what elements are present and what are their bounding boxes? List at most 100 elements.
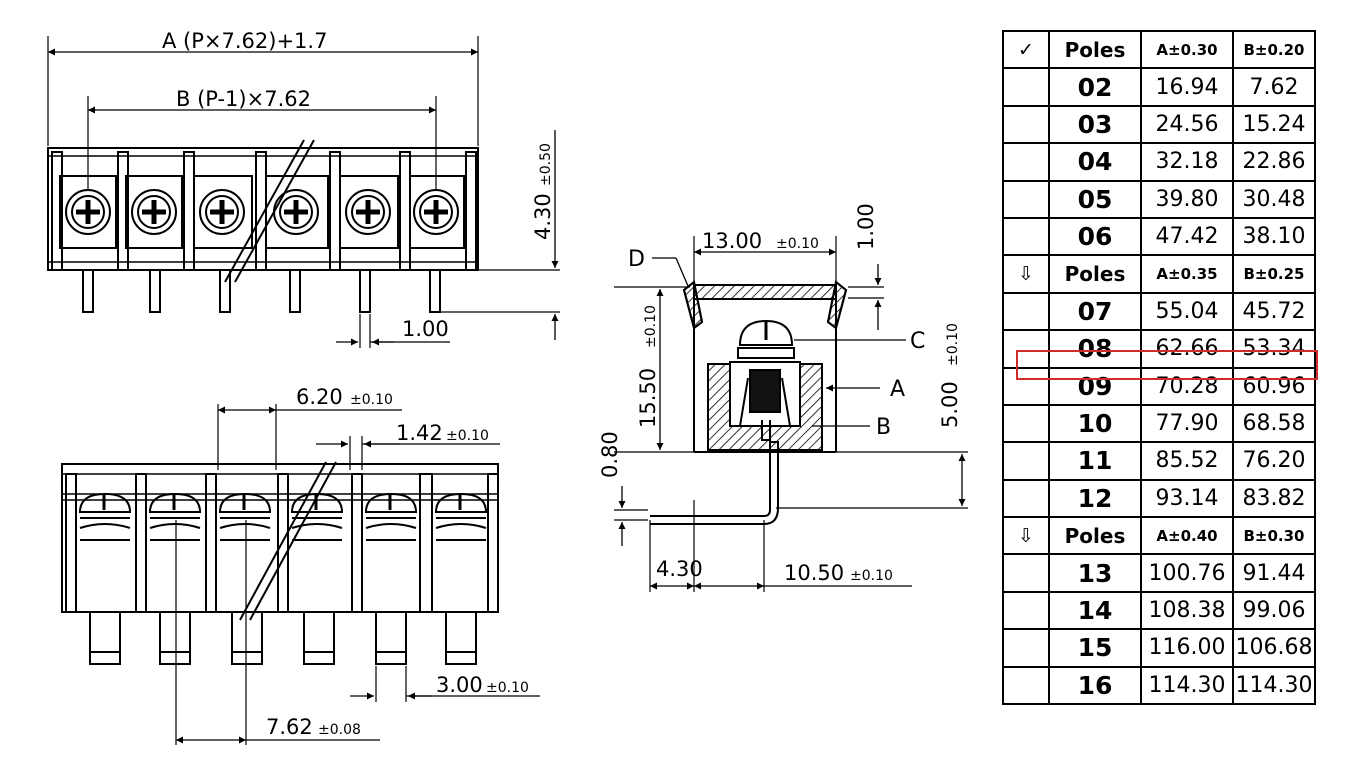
poles-cell: 02 [1048,67,1142,107]
dim-1550-tol: ±0.10 [643,305,659,348]
poles-cell: 14 [1048,590,1142,631]
top-view-dimensions: A (P×7.62)+1.7 B (P-1)×7.62 4.30 ±0.50 1… [48,29,559,346]
dim-b-cell: 30.48 [1232,179,1316,219]
dim-a-cell: 32.18 [1140,142,1234,182]
dim-b-cell: 38.10 [1232,216,1316,257]
row-mark [1002,329,1050,369]
dim-b-cell: 7.62 [1232,67,1316,107]
dim-height-tol: ±0.50 [538,143,554,186]
poles-cell: 09 [1048,366,1142,406]
dim-b-cell: 60.96 [1232,366,1316,406]
poles-cell: 05 [1048,179,1142,219]
poles-cell: Poles [1048,29,1142,70]
dim-b-cell: 53.34 [1232,329,1316,369]
dim-height-value: 4.30 [531,193,555,240]
dim-b-cell: 22.86 [1232,142,1316,182]
label-d: D [628,247,645,272]
dim-300: 3.00 [436,673,483,697]
poles-cell: 12 [1048,478,1142,519]
dim-b-cell: 83.82 [1232,478,1316,519]
row-mark [1002,590,1050,631]
row-mark [1002,104,1050,145]
poles-cell: 15 [1048,628,1142,668]
dim-a-cell: 93.14 [1140,478,1234,519]
row-mark [1002,216,1050,257]
dim-b-cell: 91.44 [1232,553,1316,593]
row-mark [1002,478,1050,519]
dim-a-cell: 55.04 [1140,291,1234,332]
row-mark: ✓ [1002,29,1050,70]
row-mark: ⇩ [1002,516,1050,556]
dim-b-label: B (P-1)×7.62 [176,87,311,111]
dim-b-cell: B±0.20 [1232,29,1316,70]
dim-a-cell: 114.30 [1140,665,1234,706]
dim-762-tol: ±0.08 [318,722,361,738]
row-mark [1002,441,1050,481]
dim-a-label: A (P×7.62)+1.7 [162,29,327,53]
dim-1050: 10.50 [784,561,844,585]
row-mark [1002,291,1050,332]
dim-080: 0.80 [598,431,622,478]
dim-762: 7.62 [266,715,313,739]
side-view-dimensions: 13.00 ±0.10 1.00 15.50 ±0.10 5.00 ±0.10 … [598,203,966,590]
dim-b-cell: B±0.30 [1232,516,1316,556]
poles-cell: 13 [1048,553,1142,593]
top-view [47,36,560,348]
poles-cell: 06 [1048,216,1142,257]
dim-a-cell: A±0.30 [1140,29,1234,70]
row-mark: ⇩ [1002,254,1050,294]
dim-b-cell: 106.68 [1232,628,1316,668]
side-view [614,236,968,592]
dim-b-cell: B±0.25 [1232,254,1316,294]
dim-b-cell: 68.58 [1232,403,1316,444]
top-screw-row [59,175,465,249]
dim-a-cell: 100.76 [1140,553,1234,593]
dim-b-cell: 99.06 [1232,590,1316,631]
front-view [61,404,499,745]
dim-1050-tol: ±0.10 [850,568,893,584]
poles-cell: 07 [1048,291,1142,332]
dim-430-side: 4.30 [656,557,703,581]
dim-b-cell: 45.72 [1232,291,1316,332]
dim-a-cell: 24.56 [1140,104,1234,145]
poles-cell: Poles [1048,254,1142,294]
dim-a-cell: 116.00 [1140,628,1234,668]
dim-1550: 15.50 [636,368,660,428]
row-mark [1002,628,1050,668]
dim-a-cell: 77.90 [1140,403,1234,444]
row-mark [1002,553,1050,593]
dim-b-cell: 76.20 [1232,441,1316,481]
front-screw-row [78,492,488,541]
dim-b-cell: 15.24 [1232,104,1316,145]
dim-a-cell: 108.38 [1140,590,1234,631]
poles-cell: 10 [1048,403,1142,444]
dim-300-tol: ±0.10 [486,680,529,696]
dim-a-cell: 47.42 [1140,216,1234,257]
dim-a-cell: 16.94 [1140,67,1234,107]
dim-b-cell: 114.30 [1232,665,1316,706]
dim-142-tol: ±0.10 [446,428,489,444]
row-mark [1002,67,1050,107]
row-mark [1002,665,1050,706]
technical-drawing: A (P×7.62)+1.7 B (P-1)×7.62 4.30 ±0.50 1… [47,29,968,745]
dim-1300: 13.00 [702,229,762,253]
dim-142: 1.42 [396,421,443,445]
dim-100-side: 1.00 [854,203,878,250]
row-mark [1002,366,1050,406]
row-mark [1002,179,1050,219]
